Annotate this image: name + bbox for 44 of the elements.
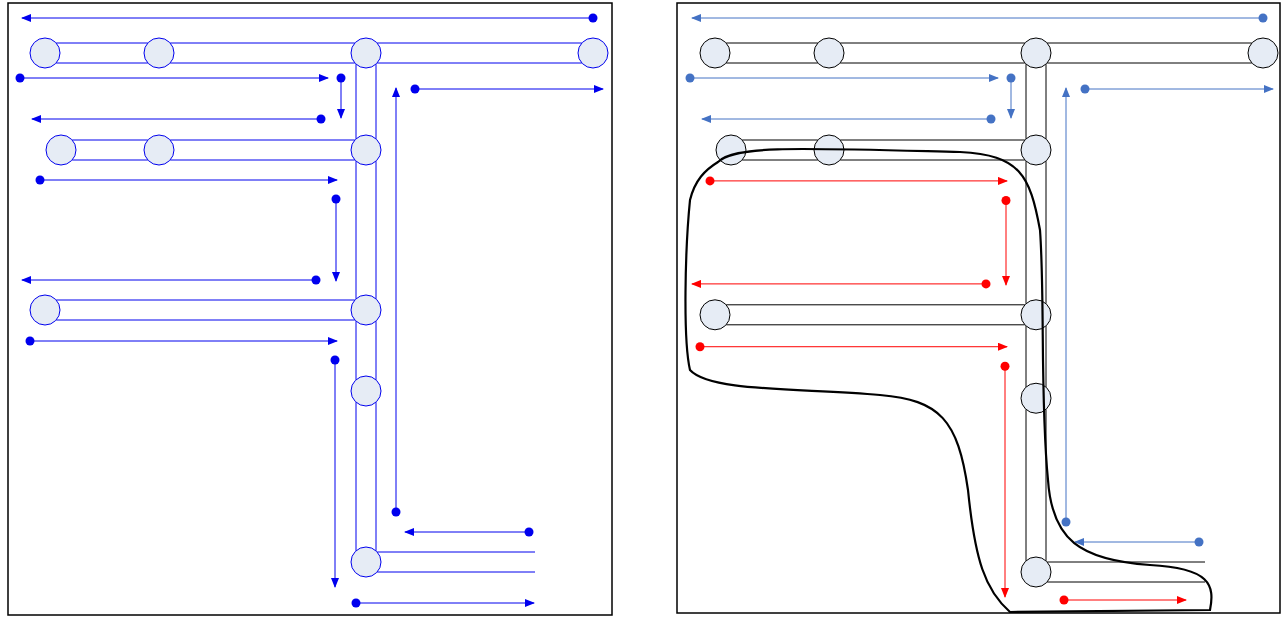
- pipe: [376, 42, 583, 64]
- pipe: [725, 42, 819, 64]
- pipe: [71, 139, 149, 161]
- pipe: [725, 304, 1026, 326]
- pipe: [839, 42, 1026, 64]
- pipe: [1046, 42, 1253, 64]
- pipe: [1025, 63, 1047, 140]
- pipe: [741, 139, 819, 161]
- pipe: [169, 139, 356, 161]
- junction-circle: [350, 375, 382, 407]
- junction-circle: [143, 37, 175, 69]
- pipe: [355, 160, 377, 300]
- pipe: [1025, 325, 1047, 388]
- junction-circle: [1020, 134, 1052, 166]
- junction-circle: [1020, 37, 1052, 69]
- junction-circle: [699, 299, 731, 331]
- junction-circle: [715, 134, 747, 166]
- junction-circle: [143, 134, 175, 166]
- pipe: [55, 299, 356, 321]
- junction-circle: [29, 294, 61, 326]
- pipe: [169, 42, 356, 64]
- pipe: [355, 63, 377, 140]
- pipe: [1025, 408, 1047, 562]
- junction-circle: [45, 134, 77, 166]
- junction-circle: [1020, 382, 1052, 414]
- junction-circle: [350, 546, 382, 578]
- pipe: [376, 551, 536, 573]
- junction-circle: [813, 134, 845, 166]
- pipe: [355, 401, 377, 552]
- pipe: [1025, 160, 1047, 305]
- junction-circle: [577, 37, 609, 69]
- pipe: [1046, 561, 1206, 583]
- junction-circle: [699, 37, 731, 69]
- pipe: [55, 42, 149, 64]
- pipe: [839, 139, 1026, 161]
- junction-circle: [29, 37, 61, 69]
- junction-circle: [350, 37, 382, 69]
- junction-circle: [350, 134, 382, 166]
- junction-circle: [813, 37, 845, 69]
- pipe: [355, 320, 377, 381]
- junction-circle: [350, 294, 382, 326]
- junction-circle: [1020, 556, 1052, 588]
- junction-circle: [1020, 299, 1052, 331]
- junction-circle: [1247, 37, 1279, 69]
